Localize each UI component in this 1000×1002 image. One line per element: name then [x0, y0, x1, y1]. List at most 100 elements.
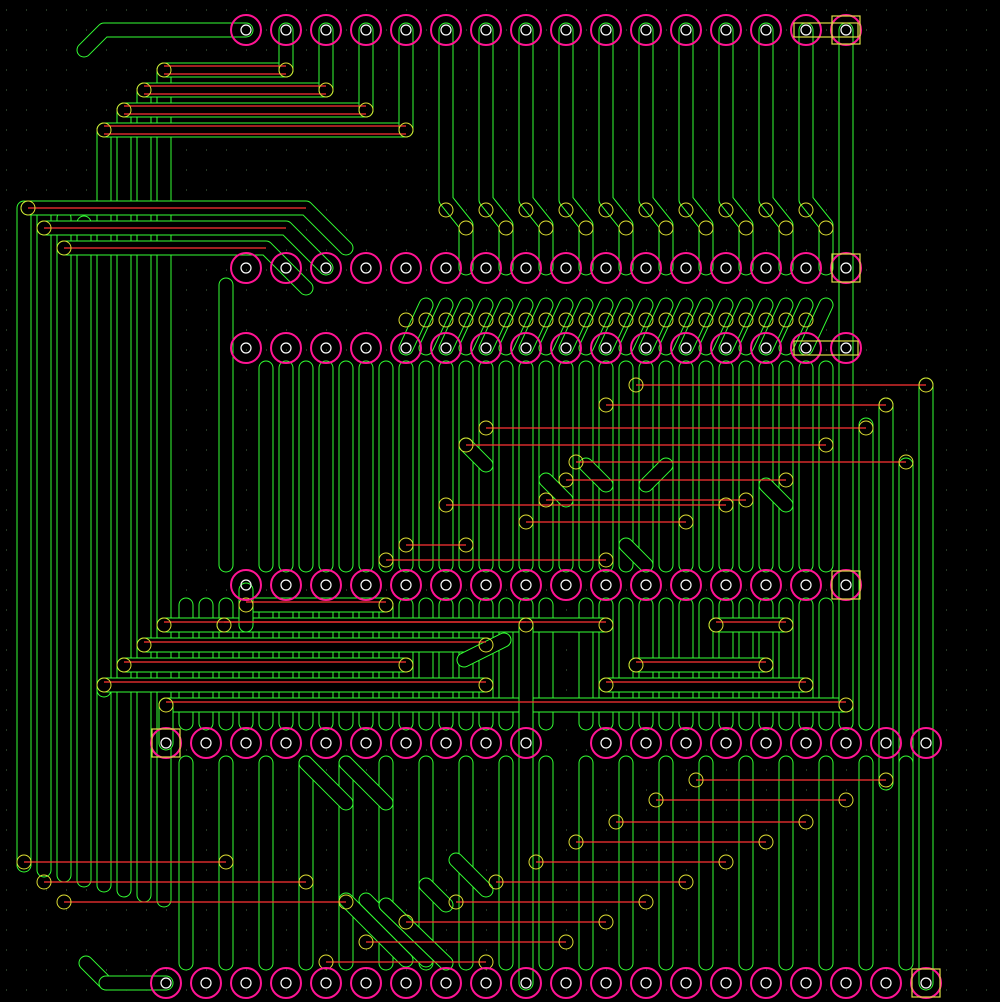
via: [378, 552, 394, 568]
pad: [630, 14, 662, 46]
via: [438, 312, 454, 328]
via: [418, 312, 434, 328]
drill-hole: [920, 737, 932, 749]
pad-ring: [590, 569, 622, 601]
pad: [230, 727, 262, 759]
via: [518, 617, 534, 633]
bottom-trace-core: [299, 756, 353, 810]
pad: [550, 967, 582, 999]
drill-hole: [800, 262, 812, 274]
via: [518, 514, 534, 530]
bottom-trace-core: [449, 853, 493, 897]
drill-hole: [760, 24, 772, 36]
drill-hole: [560, 24, 572, 36]
pad: [270, 252, 302, 284]
drill-hole: [720, 977, 732, 989]
drill-hole: [800, 24, 812, 36]
drill-hole: [840, 342, 852, 354]
pad-ring: [390, 569, 422, 601]
via: [96, 122, 112, 138]
pad-ring: [830, 569, 862, 601]
via: [638, 894, 654, 910]
via: [156, 62, 172, 78]
pad: [790, 332, 822, 364]
bottom-layer-traces: [16, 22, 934, 991]
pad-ring: [230, 332, 262, 364]
via: [838, 697, 854, 713]
via: [478, 637, 494, 653]
pad: [830, 967, 862, 999]
pad: [310, 967, 342, 999]
pad: [430, 569, 462, 601]
via: [16, 854, 32, 870]
pin1-square-pad: [831, 570, 861, 600]
via: [598, 617, 614, 633]
drill-hole: [480, 342, 492, 354]
via: [678, 514, 694, 530]
pad: [350, 14, 382, 46]
bottom-trace-core: [779, 298, 813, 355]
drill-hole: [360, 342, 372, 354]
pad-ring: [790, 727, 822, 759]
pad: [510, 967, 542, 999]
drill-hole: [480, 579, 492, 591]
pad-ring: [150, 967, 182, 999]
pad: [470, 569, 502, 601]
pad-ring: [630, 332, 662, 364]
top-layer-traces: [24, 65, 926, 963]
bottom-trace-core: [339, 893, 413, 967]
pad-ring: [510, 569, 542, 601]
pad-ring: [550, 14, 582, 46]
pad-ring: [190, 727, 222, 759]
pad: [230, 967, 262, 999]
drill-hole: [720, 737, 732, 749]
pad: [750, 727, 782, 759]
bottom-trace-core: [719, 298, 753, 355]
via: [538, 220, 554, 236]
pad: [430, 727, 462, 759]
bottom-trace-core: [457, 633, 511, 667]
via: [478, 312, 494, 328]
bottom-trace-core: [719, 23, 753, 275]
drill-hole: [480, 737, 492, 749]
via: [718, 854, 734, 870]
via: [398, 537, 414, 553]
pad: [590, 967, 622, 999]
pad-ring: [630, 727, 662, 759]
pad: [310, 14, 342, 46]
pad-ring: [830, 332, 862, 364]
bottom-trace-core: [639, 458, 673, 492]
via: [618, 312, 634, 328]
bottom-trace-core: [419, 878, 453, 912]
drill-hole: [600, 737, 612, 749]
pad: [270, 332, 302, 364]
pad-ring: [350, 14, 382, 46]
pad-ring: [710, 569, 742, 601]
pads: [150, 14, 942, 999]
pad: [590, 332, 622, 364]
pad-ring: [230, 967, 262, 999]
drill-hole: [760, 579, 772, 591]
drill-hole: [240, 579, 252, 591]
pad: [390, 967, 422, 999]
pad: [630, 727, 662, 759]
pin1-square-pad: [831, 253, 861, 283]
drill-hole: [520, 977, 532, 989]
via: [528, 854, 544, 870]
bottom-trace-core: [599, 23, 633, 275]
via: [918, 377, 934, 393]
via: [136, 637, 152, 653]
pad: [190, 727, 222, 759]
pad: [430, 14, 462, 46]
via: [708, 617, 724, 633]
pad: [790, 727, 822, 759]
drill-hole: [720, 24, 732, 36]
bottom-trace-core: [699, 298, 733, 355]
drill-hole: [240, 24, 252, 36]
via: [216, 617, 232, 633]
drill-hole: [400, 579, 412, 591]
drill-hole: [480, 977, 492, 989]
pad: [750, 252, 782, 284]
pad-ring: [270, 14, 302, 46]
